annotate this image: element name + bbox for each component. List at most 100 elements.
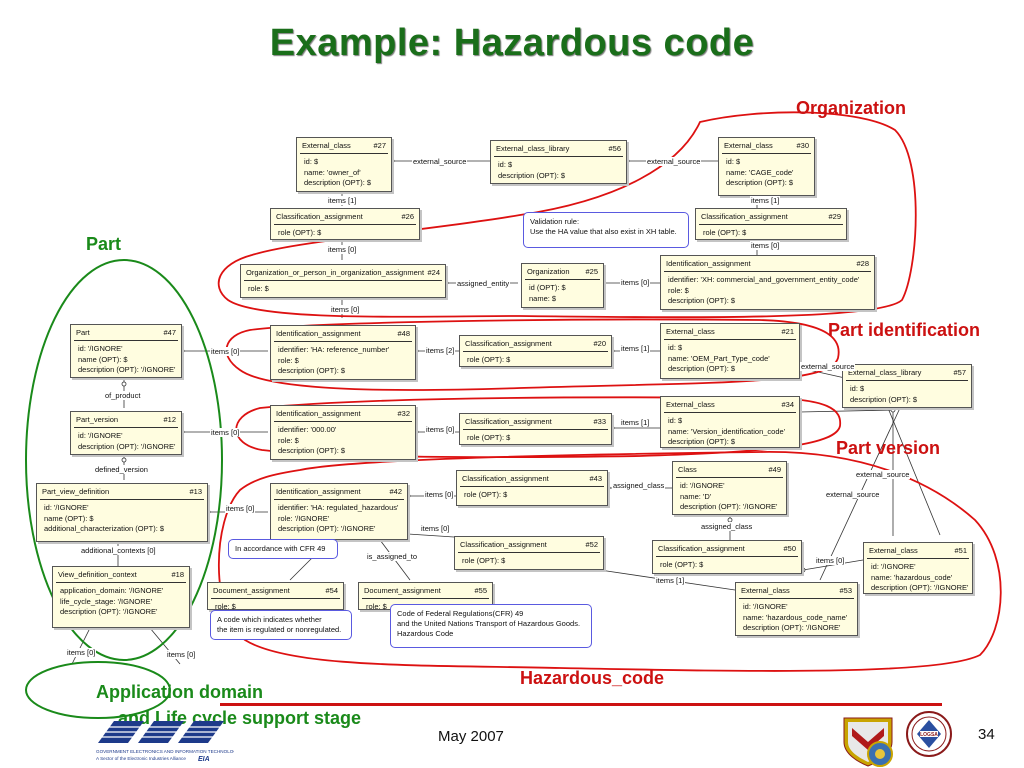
callout-part-version: Part version <box>836 438 941 458</box>
box-attr: description (OPT): $ <box>278 366 346 375</box>
relation-label: items [1] <box>620 418 651 427</box>
box-number: #51 <box>954 546 967 555</box>
entity-box-53: External_class#53 id: '/IGNORE'name: 'ha… <box>735 582 858 636</box>
note-line: A code which indicates whether <box>217 615 322 624</box>
box-number: #18 <box>171 570 184 579</box>
geia-logo: GOVERNMENT ELECTRONICS AND INFORMATION T… <box>96 721 234 763</box>
box-attr: name (OPT): $ <box>78 354 128 364</box>
callout-part-identification: Part identification <box>828 320 981 340</box>
entity-box-50: Classification_assignment#50 role (OPT):… <box>652 540 802 574</box>
relation-label: external_source <box>412 157 468 166</box>
box-attr: id: '/IGNORE' <box>743 602 788 611</box>
box-name: Identification_assignment <box>276 329 361 338</box>
box-attr: role (OPT): $ <box>464 490 508 499</box>
box-name: Part_view_definition <box>42 487 110 496</box>
box-attr: name: $ <box>529 293 557 303</box>
box-attr: role (OPT): $ <box>467 433 511 442</box>
relation-label: items [0] <box>210 428 241 437</box>
box-name: External_class <box>302 141 351 150</box>
relation-label: items [0] <box>210 347 241 356</box>
box-attr: description (OPT): '/IGNORE' <box>60 607 158 616</box>
relation-label: additional_contexts [0] <box>80 546 157 555</box>
box-number: #24 <box>427 268 440 277</box>
entity-box-18: View_definition_context#18 application_d… <box>52 566 190 628</box>
box-attr: id: '/IGNORE' <box>44 503 89 512</box>
relation-label: defined_version <box>94 465 149 474</box>
box-attr: id: '/IGNORE' <box>871 562 916 571</box>
validation-rule-note: Validation rule: Use the HA value that a… <box>523 212 689 248</box>
box-number: #26 <box>401 212 414 221</box>
code-description-note: A code which indicates whether the item … <box>210 610 352 640</box>
entity-box-30: External_class#30 id: $name: 'CAGE_code'… <box>718 137 815 196</box>
relation-label: items [0] <box>750 241 781 250</box>
relation-label: of_product <box>104 391 142 400</box>
box-number: #57 <box>953 368 966 377</box>
note-line: and the United Nations Transport of Haza… <box>397 619 581 628</box>
box-attr: id: $ <box>850 384 865 393</box>
entity-box-20: Classification_assignment#20 role (OPT):… <box>459 335 612 367</box>
entity-box-13: Part_view_definition#13 id: '/IGNORE'nam… <box>36 483 208 542</box>
note-line: the item is regulated or nonregulated. <box>217 625 342 634</box>
box-attr: id: $ <box>304 157 319 166</box>
box-name: Document_assignment <box>364 586 441 595</box>
entity-box-28: Identification_assignment#28 identifier:… <box>660 255 875 310</box>
box-attr: name: 'owner_of' <box>304 167 361 177</box>
note-line: Code of Federal Regulations(CFR) 49 <box>397 609 524 618</box>
box-attr: description (OPT): '/IGNORE' <box>278 524 376 533</box>
box-name: External_class <box>666 327 715 336</box>
entity-box-21: External_class#21 id: $name: 'OEM_Part_T… <box>660 323 800 379</box>
relation-label: items [0] <box>225 504 256 513</box>
box-attr: role (OPT): $ <box>278 228 322 237</box>
relation-label: items [0] <box>420 524 451 533</box>
logsa-seal-icon: LOGSA <box>906 711 952 757</box>
box-attr: description (OPT): '/IGNORE' <box>78 441 176 451</box>
box-attr: identifier: 'XH: commercial_and_governme… <box>668 275 860 284</box>
footer-date: May 2007 <box>438 728 504 745</box>
entity-box-32: Identification_assignment#32 identifier:… <box>270 405 416 460</box>
entity-box-56: External_class_library#56 id: $descripti… <box>490 140 627 184</box>
application-domain-region <box>25 661 171 719</box>
part-region <box>25 259 223 661</box>
note-line: Use the HA value that also exist in XH t… <box>530 227 677 236</box>
relation-label: assigned_class <box>700 522 754 531</box>
box-number: #13 <box>189 487 202 496</box>
part-identification-region <box>225 318 840 391</box>
box-attr: id: '/IGNORE' <box>78 344 123 353</box>
box-attr: description (OPT): $ <box>850 394 918 404</box>
box-number: #43 <box>589 474 602 483</box>
box-name: Identification_assignment <box>276 487 361 496</box>
note-line: In accordance with CFR 49 <box>235 544 326 553</box>
box-name: Classification_assignment <box>465 339 552 348</box>
box-attr: name: 'hazardous_code_name' <box>743 612 848 622</box>
box-name: Organization_or_person_in_organization_a… <box>246 268 425 277</box>
box-name: Classification_assignment <box>658 544 745 553</box>
svg-text:A Sector of the Electronic Ind: A Sector of the Electronic Industries Al… <box>96 756 186 761</box>
entity-box-54: Document_assignment#54 role: $ <box>207 582 344 611</box>
box-attr: identifier: 'HA: regulated_hazardous' <box>278 503 399 512</box>
box-attr: description (OPT): $ <box>668 437 736 446</box>
relation-label: external_source <box>646 157 702 166</box>
box-attr: identifier: '000.00' <box>278 425 337 434</box>
box-number: #29 <box>828 212 841 221</box>
relation-label: assigned_entity <box>456 279 511 288</box>
box-attr: description (OPT): $ <box>304 178 372 187</box>
relation-label: items [1] <box>620 344 651 353</box>
box-attr: role (OPT): $ <box>462 556 506 565</box>
relation-label: items [1] <box>750 196 781 205</box>
relation-label: assigned_class <box>612 481 666 490</box>
box-number: #53 <box>839 586 852 595</box>
entity-box-43: Classification_assignment#43 role (OPT):… <box>456 470 608 506</box>
entity-box-33: Classification_assignment#33 role (OPT):… <box>459 413 612 445</box>
relation-label: items [0] <box>815 556 846 565</box>
svg-text:GOVERNMENT ELECTRONICS AND INF: GOVERNMENT ELECTRONICS AND INFORMATION T… <box>96 749 234 754</box>
dod-seal-icon <box>843 717 893 767</box>
box-number: #25 <box>585 267 598 276</box>
relation-label: external_source <box>855 470 911 479</box>
box-name: Organization <box>527 267 570 276</box>
box-attr: name: 'hazardous_code' <box>871 572 953 582</box>
box-number: #56 <box>608 144 621 153</box>
box-attr: role: $ <box>366 602 387 611</box>
entity-box-27: External_class#27 id: $name: 'owner_of'd… <box>296 137 392 192</box>
box-attr: description (OPT): '/IGNORE' <box>871 583 969 592</box>
entity-box-49: Class#49 id: '/IGNORE'name: 'D'descripti… <box>672 461 787 515</box>
